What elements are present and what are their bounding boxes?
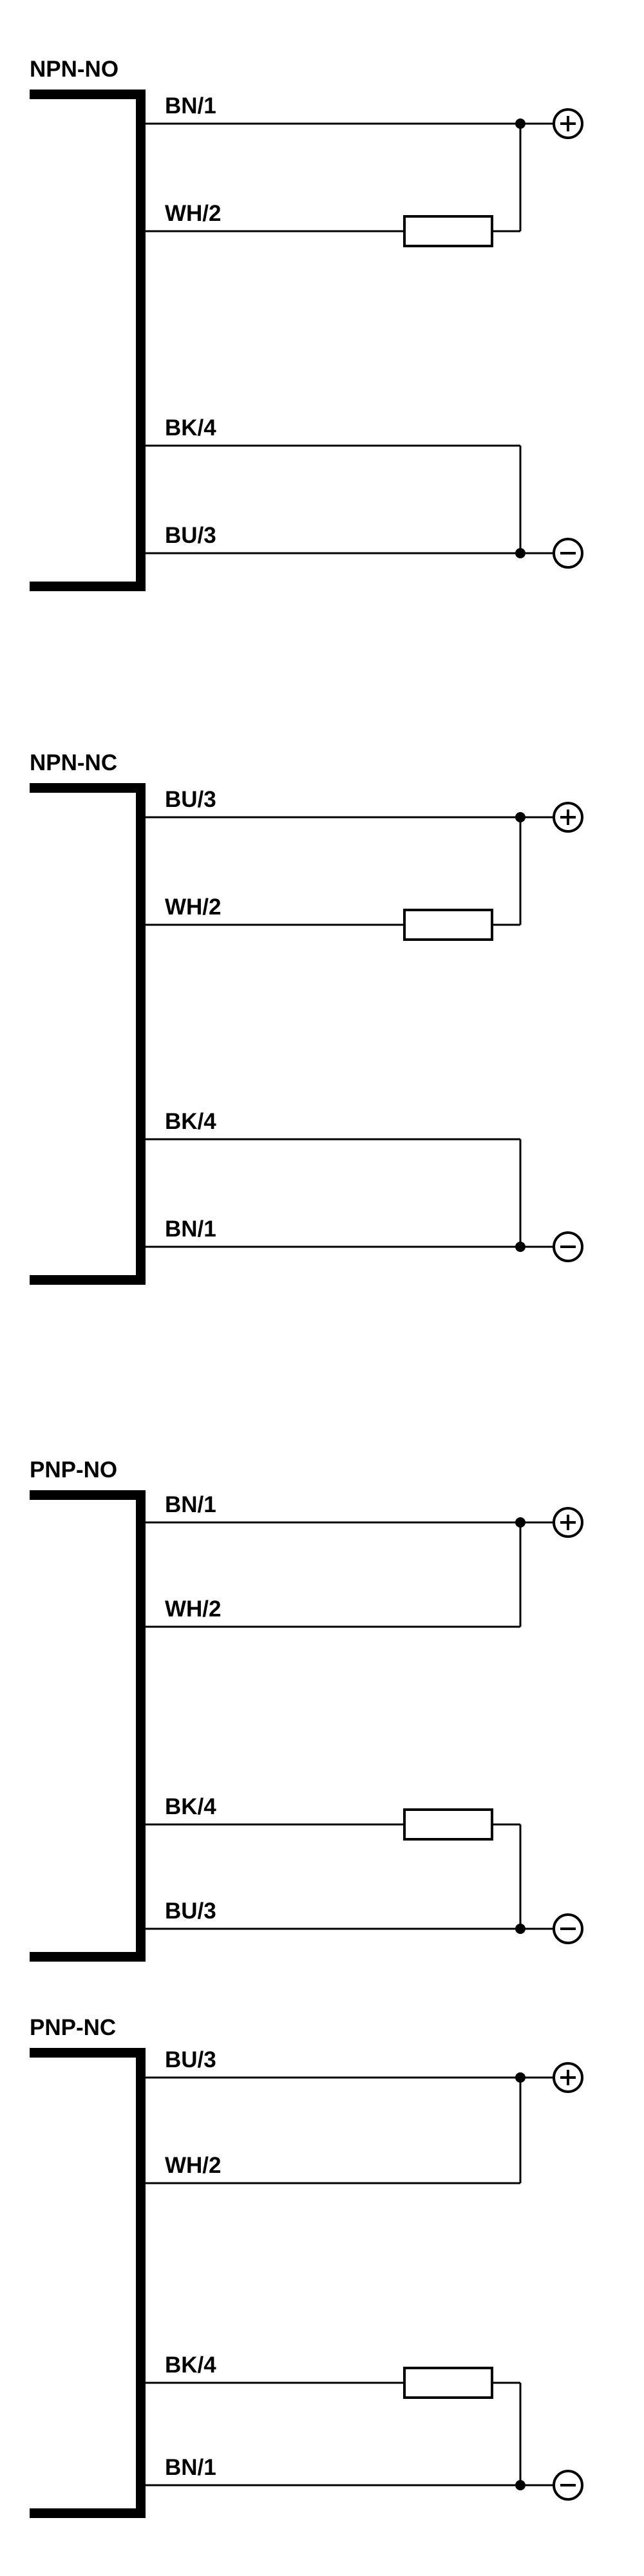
wire-label: BN/1 [165, 1217, 216, 1242]
wire-label: WH/2 [165, 201, 222, 226]
wire-label: BK/4 [165, 1794, 216, 1819]
plus-terminal-icon [553, 108, 583, 139]
wire-label: BU/3 [165, 787, 216, 812]
diagram-title: PNP-NC [30, 2015, 116, 2040]
diagram-title: NPN-NC [30, 750, 117, 775]
wire-label: BN/1 [165, 2455, 216, 2480]
junction-dot [515, 1924, 526, 1934]
sensor-bracket-top-bar [30, 90, 146, 99]
wire-label: BU/3 [165, 2047, 216, 2072]
junction-dot [515, 548, 526, 558]
wire-label: BN/1 [165, 1492, 216, 1517]
plus-terminal-icon [553, 2062, 583, 2093]
wire-label: BK/4 [165, 415, 216, 440]
sensor-bracket-vertical-bar [136, 783, 146, 1285]
load-resistor [403, 909, 493, 941]
junction-dot [515, 2480, 526, 2490]
sensor-bracket-vertical-bar [136, 2048, 146, 2518]
minus-terminal-icon [553, 538, 583, 569]
sensor-bracket-vertical-bar [136, 1490, 146, 1962]
wire-label: WH/2 [165, 895, 222, 920]
junction-dot [515, 1242, 526, 1252]
diagram-title: PNP-NO [30, 1457, 117, 1482]
wire-label: WH/2 [165, 1596, 222, 1622]
minus-terminal-icon [553, 1231, 583, 1262]
plus-terminal-icon [553, 802, 583, 833]
sensor-bracket-top-bar [30, 1490, 146, 1500]
diagram-npn-nc: NPN-NC BU/3 WH/2 BK/4 BN/1 [30, 750, 583, 1285]
minus-terminal-icon [553, 1913, 583, 1944]
diagram-pnp-nc: PNP-NC BU/3 WH/2 BK/4 BN/1 [30, 2015, 583, 2518]
wire-label: BU/3 [165, 1899, 216, 1924]
minus-terminal-icon [553, 2470, 583, 2501]
sensor-bracket-top-bar [30, 2048, 146, 2058]
wire-label: BK/4 [165, 1109, 216, 1134]
load-resistor [403, 1808, 493, 1841]
sensor-bracket-top-bar [30, 783, 146, 793]
sensor-bracket-bottom-bar [30, 1952, 146, 1962]
sensor-bracket-bottom-bar [30, 1275, 146, 1285]
sensor-bracket-bottom-bar [30, 582, 146, 591]
diagram-title: NPN-NO [30, 57, 118, 82]
wire-label: WH/2 [165, 2153, 222, 2178]
load-resistor [403, 215, 493, 247]
plus-terminal-icon [553, 1507, 583, 1538]
diagram-pnp-no: PNP-NO BN/1 WH/2 BK/4 BU/3 [30, 1457, 583, 1962]
wire-label: BN/1 [165, 93, 216, 118]
sensor-bracket-vertical-bar [136, 90, 146, 591]
load-resistor [403, 2367, 493, 2399]
wire-label: BK/4 [165, 2353, 216, 2378]
wire-label: BU/3 [165, 523, 216, 548]
sensor-bracket-bottom-bar [30, 2508, 146, 2518]
diagram-npn-no: NPN-NO BN/1 WH/2 BK/4 BU/3 [30, 57, 583, 591]
